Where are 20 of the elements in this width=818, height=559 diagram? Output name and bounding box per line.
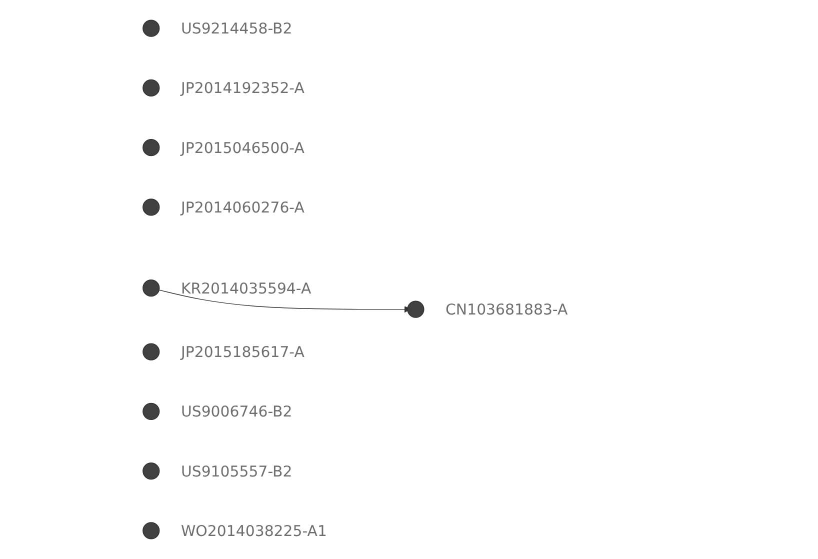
node-label: CN103681883-A [446, 300, 568, 318]
node-circle [142, 79, 160, 97]
node-circle [142, 198, 160, 216]
node-circle [142, 139, 160, 156]
node-label: JP2014192352-A [180, 79, 304, 97]
node-label: JP2014060276-A [180, 198, 304, 216]
node-circle [142, 402, 160, 420]
node-label: KR2014035594-A [180, 279, 312, 298]
node-label: US9006746-B2 [180, 402, 292, 420]
node-circle [142, 522, 160, 540]
node-circle [142, 343, 160, 360]
node-circle [142, 462, 160, 480]
node-circle [142, 280, 160, 297]
node-label: JP2015185617-A [180, 342, 304, 361]
node-circle [407, 300, 424, 318]
node-circle [142, 20, 160, 37]
node-label: US9214458-B2 [180, 19, 292, 38]
node-label: US9105557-B2 [180, 462, 292, 480]
node-label: JP2015046500-A [180, 138, 304, 157]
node-label: WO2014038225-A1 [180, 522, 327, 540]
